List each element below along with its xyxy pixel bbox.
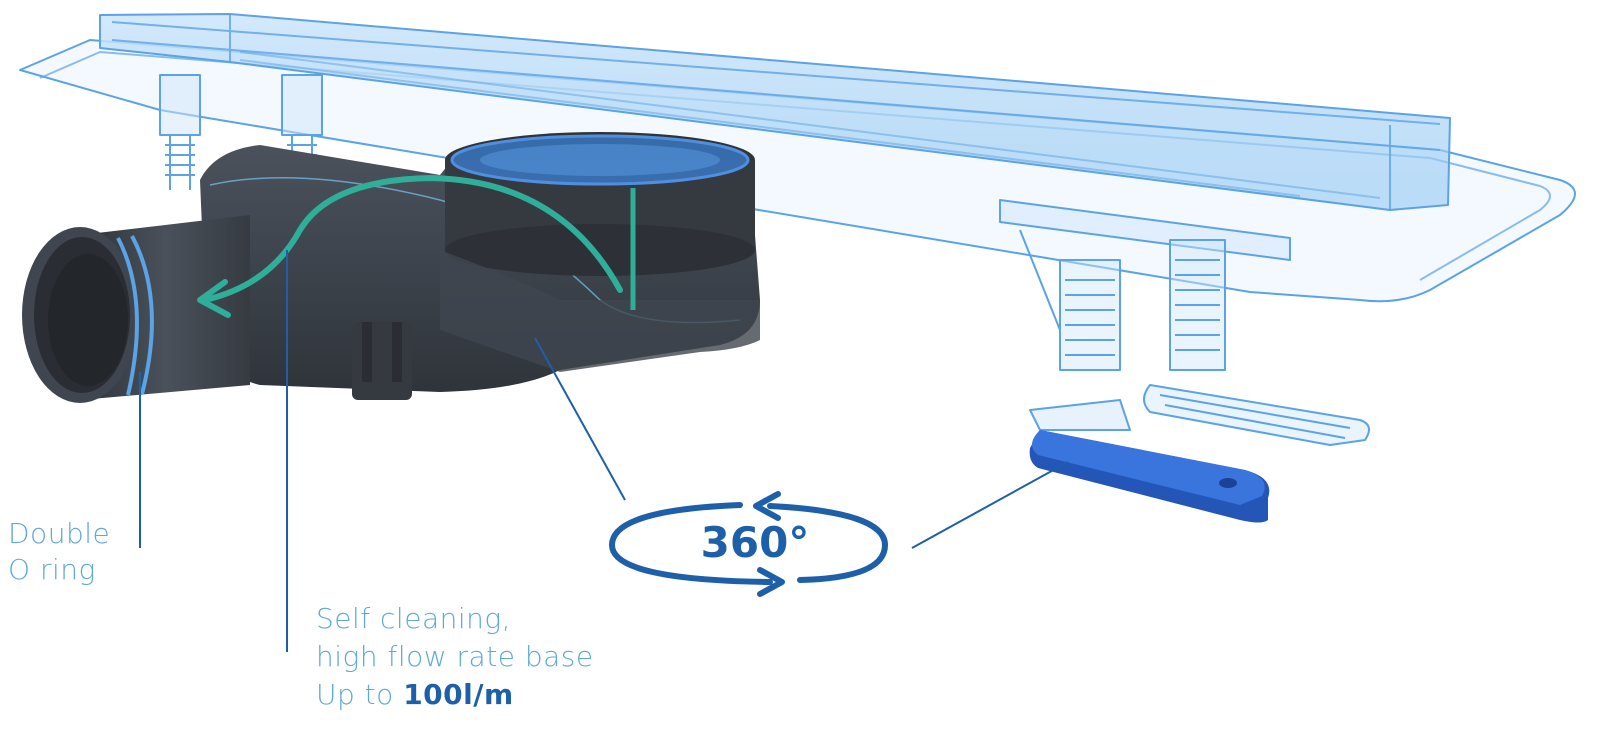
flow-arrow [197, 174, 636, 318]
rotating-foot [1029, 430, 1270, 523]
o-ring-2 [130, 235, 154, 395]
double-o-ring-line-1: Double [8, 517, 111, 550]
pipe-outlet [22, 215, 250, 403]
callout-line-body [534, 337, 626, 501]
left-support-legs [159, 74, 323, 190]
channel-body [99, 13, 1451, 211]
right-support-legs [999, 199, 1370, 446]
drain-body [200, 132, 760, 400]
callout-lines [139, 250, 1069, 652]
callout-line-foot [911, 461, 1069, 549]
channel-ghost-assembly [19, 13, 1576, 446]
flow-arrowhead [197, 279, 231, 318]
self-cleaning-label: Self cleaning, high flow rate base Up to… [316, 600, 594, 714]
rotation-indicator [609, 491, 888, 597]
rotation-arrowhead-bottom [757, 567, 785, 597]
rotation-degrees-label: 360° [700, 518, 810, 567]
self-cleaning-line-3: Up to 100l/m [316, 676, 594, 714]
rotation-arrowhead-top [753, 491, 781, 521]
o-ring-1 [116, 237, 139, 396]
outlet-ring [450, 134, 750, 186]
flow-rate-value: 100l/m [403, 678, 514, 711]
self-cleaning-line-1: Self cleaning, [316, 602, 512, 635]
double-o-ring-label: Double O ring [8, 516, 110, 588]
double-o-ring-line-2: O ring [8, 553, 96, 586]
mounting-clip [352, 322, 412, 400]
self-cleaning-line-2: high flow rate base [316, 640, 594, 673]
flow-rate-prefix: Up to [316, 678, 404, 711]
